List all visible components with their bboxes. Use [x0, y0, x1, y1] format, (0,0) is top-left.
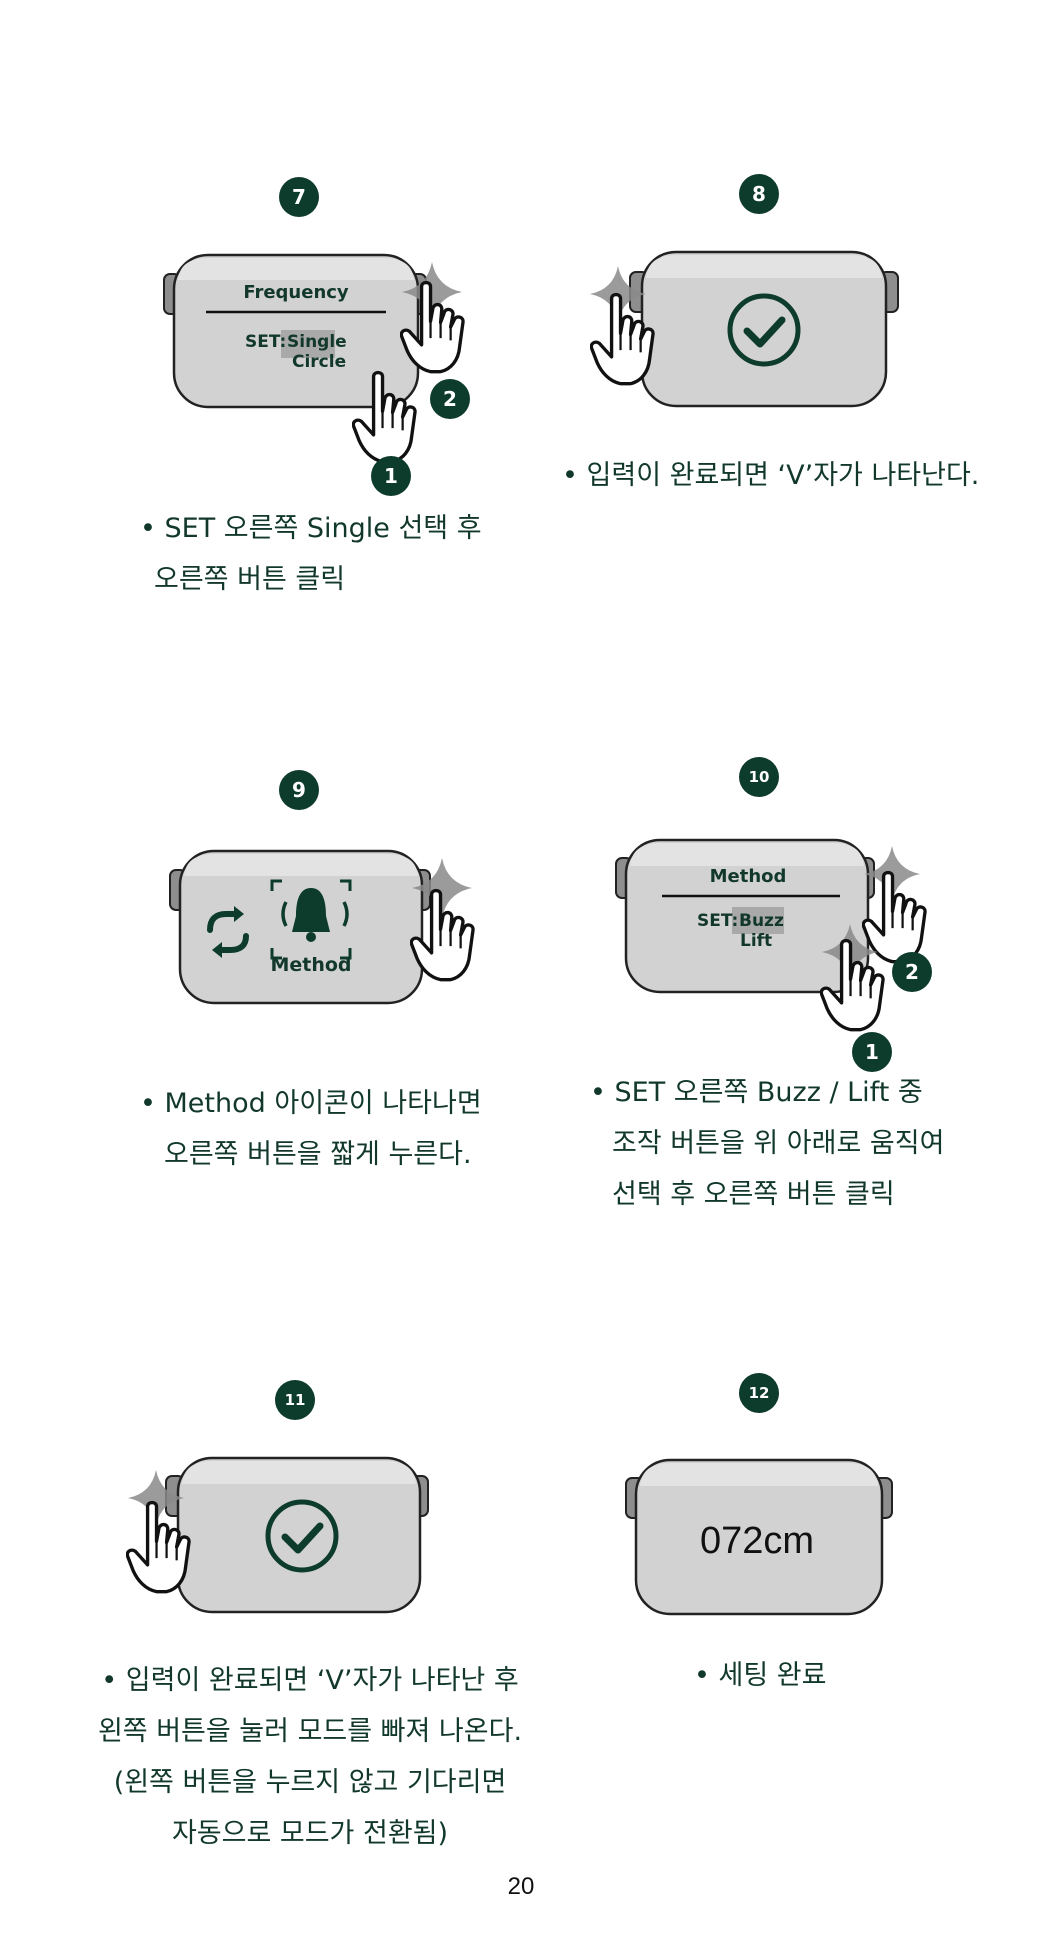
hand-pointer-icon	[410, 888, 480, 983]
set-label: SET:	[245, 332, 287, 352]
option-selected: Buzz	[739, 911, 784, 931]
step-number-badge: 9	[279, 770, 319, 810]
step-caption: • 세팅 완료	[694, 1650, 826, 1701]
step-number-badge: 10	[739, 757, 779, 797]
callout-badge-1: 1	[371, 456, 411, 496]
step-caption: • Method 아이콘이 나타나면 오른쪽 버튼을 짧게 누른다.	[140, 1078, 482, 1180]
step-caption: • 입력이 완료되면 ‘V’자가 나타난다.	[562, 450, 979, 501]
device-method-icon-screen	[169, 849, 431, 1005]
device-check-screen	[629, 250, 899, 408]
caption-line: • SET 오른쪽 Single 선택 후	[140, 513, 482, 544]
device-check-screen	[165, 1456, 429, 1614]
option-other: Lift	[740, 931, 773, 951]
step-number-badge: 12	[739, 1373, 779, 1413]
caption-line: 오른쪽 버튼을 짧게 누른다.	[164, 1139, 472, 1170]
caption-line: 조작 버튼을 위 아래로 움직여	[612, 1128, 945, 1159]
caption-line: (왼쪽 버튼을 누르지 않고 기다리면	[113, 1767, 507, 1798]
hand-pointer-icon	[126, 1500, 196, 1595]
step-caption: • SET 오른쪽 Single 선택 후 오른쪽 버튼 클릭	[140, 503, 482, 605]
hand-pointer-icon	[352, 370, 422, 465]
caption-line: • Method 아이콘이 나타나면	[140, 1088, 482, 1119]
device-reading-screen	[625, 1458, 893, 1616]
option-highlight	[732, 907, 784, 934]
option-selected: Single	[287, 332, 347, 352]
device-method-screen	[615, 838, 875, 994]
caption-line: 자동으로 모드가 전환됨)	[171, 1818, 449, 1849]
screen-label: Method	[270, 954, 352, 976]
distance-reading: 072cm	[699, 1520, 815, 1562]
set-label: SET:	[697, 911, 739, 931]
callout-badge-2: 2	[430, 379, 470, 419]
caption-line: • 입력이 완료되면 ‘V’자가 나타난다.	[562, 460, 980, 491]
caption-line: • 세팅 완료	[694, 1660, 827, 1691]
screen-title: Frequency	[243, 282, 349, 303]
page-number: 20	[507, 1873, 535, 1900]
caption-line: • 입력이 완료되면 ‘V’자가 나타난 후	[101, 1665, 519, 1696]
caption-line: 선택 후 오른쪽 버튼 클릭	[612, 1179, 895, 1210]
callout-badge-1: 1	[852, 1032, 892, 1072]
hand-pointer-icon	[820, 938, 890, 1033]
step-number-badge: 7	[279, 177, 319, 217]
caption-line: 오른쪽 버튼 클릭	[154, 564, 346, 595]
check-circle-icon	[727, 293, 801, 367]
device-frequency-screen	[163, 253, 427, 409]
hand-pointer-icon	[400, 280, 470, 375]
callout-badge-2: 2	[892, 952, 932, 992]
hand-pointer-icon	[590, 292, 660, 387]
check-circle-icon	[265, 1499, 339, 1573]
caption-line: 왼쪽 버튼을 눌러 모드를 빠져 나온다.	[97, 1716, 523, 1747]
step-caption: • 입력이 완료되면 ‘V’자가 나타난 후 왼쪽 버튼을 눌러 모드를 빠져 …	[70, 1655, 550, 1859]
step-number-badge: 11	[275, 1380, 315, 1420]
step-caption: • SET 오른쪽 Buzz / Lift 중 조작 버튼을 위 아래로 움직여…	[590, 1067, 944, 1220]
option-other: Circle	[292, 352, 347, 372]
step-number-badge: 8	[739, 174, 779, 214]
option-highlight	[281, 330, 335, 358]
cycle-arrows-icon	[207, 906, 249, 958]
screen-title: Method	[709, 866, 787, 887]
bell-icon	[270, 879, 352, 960]
caption-line: • SET 오른쪽 Buzz / Lift 중	[590, 1077, 923, 1108]
